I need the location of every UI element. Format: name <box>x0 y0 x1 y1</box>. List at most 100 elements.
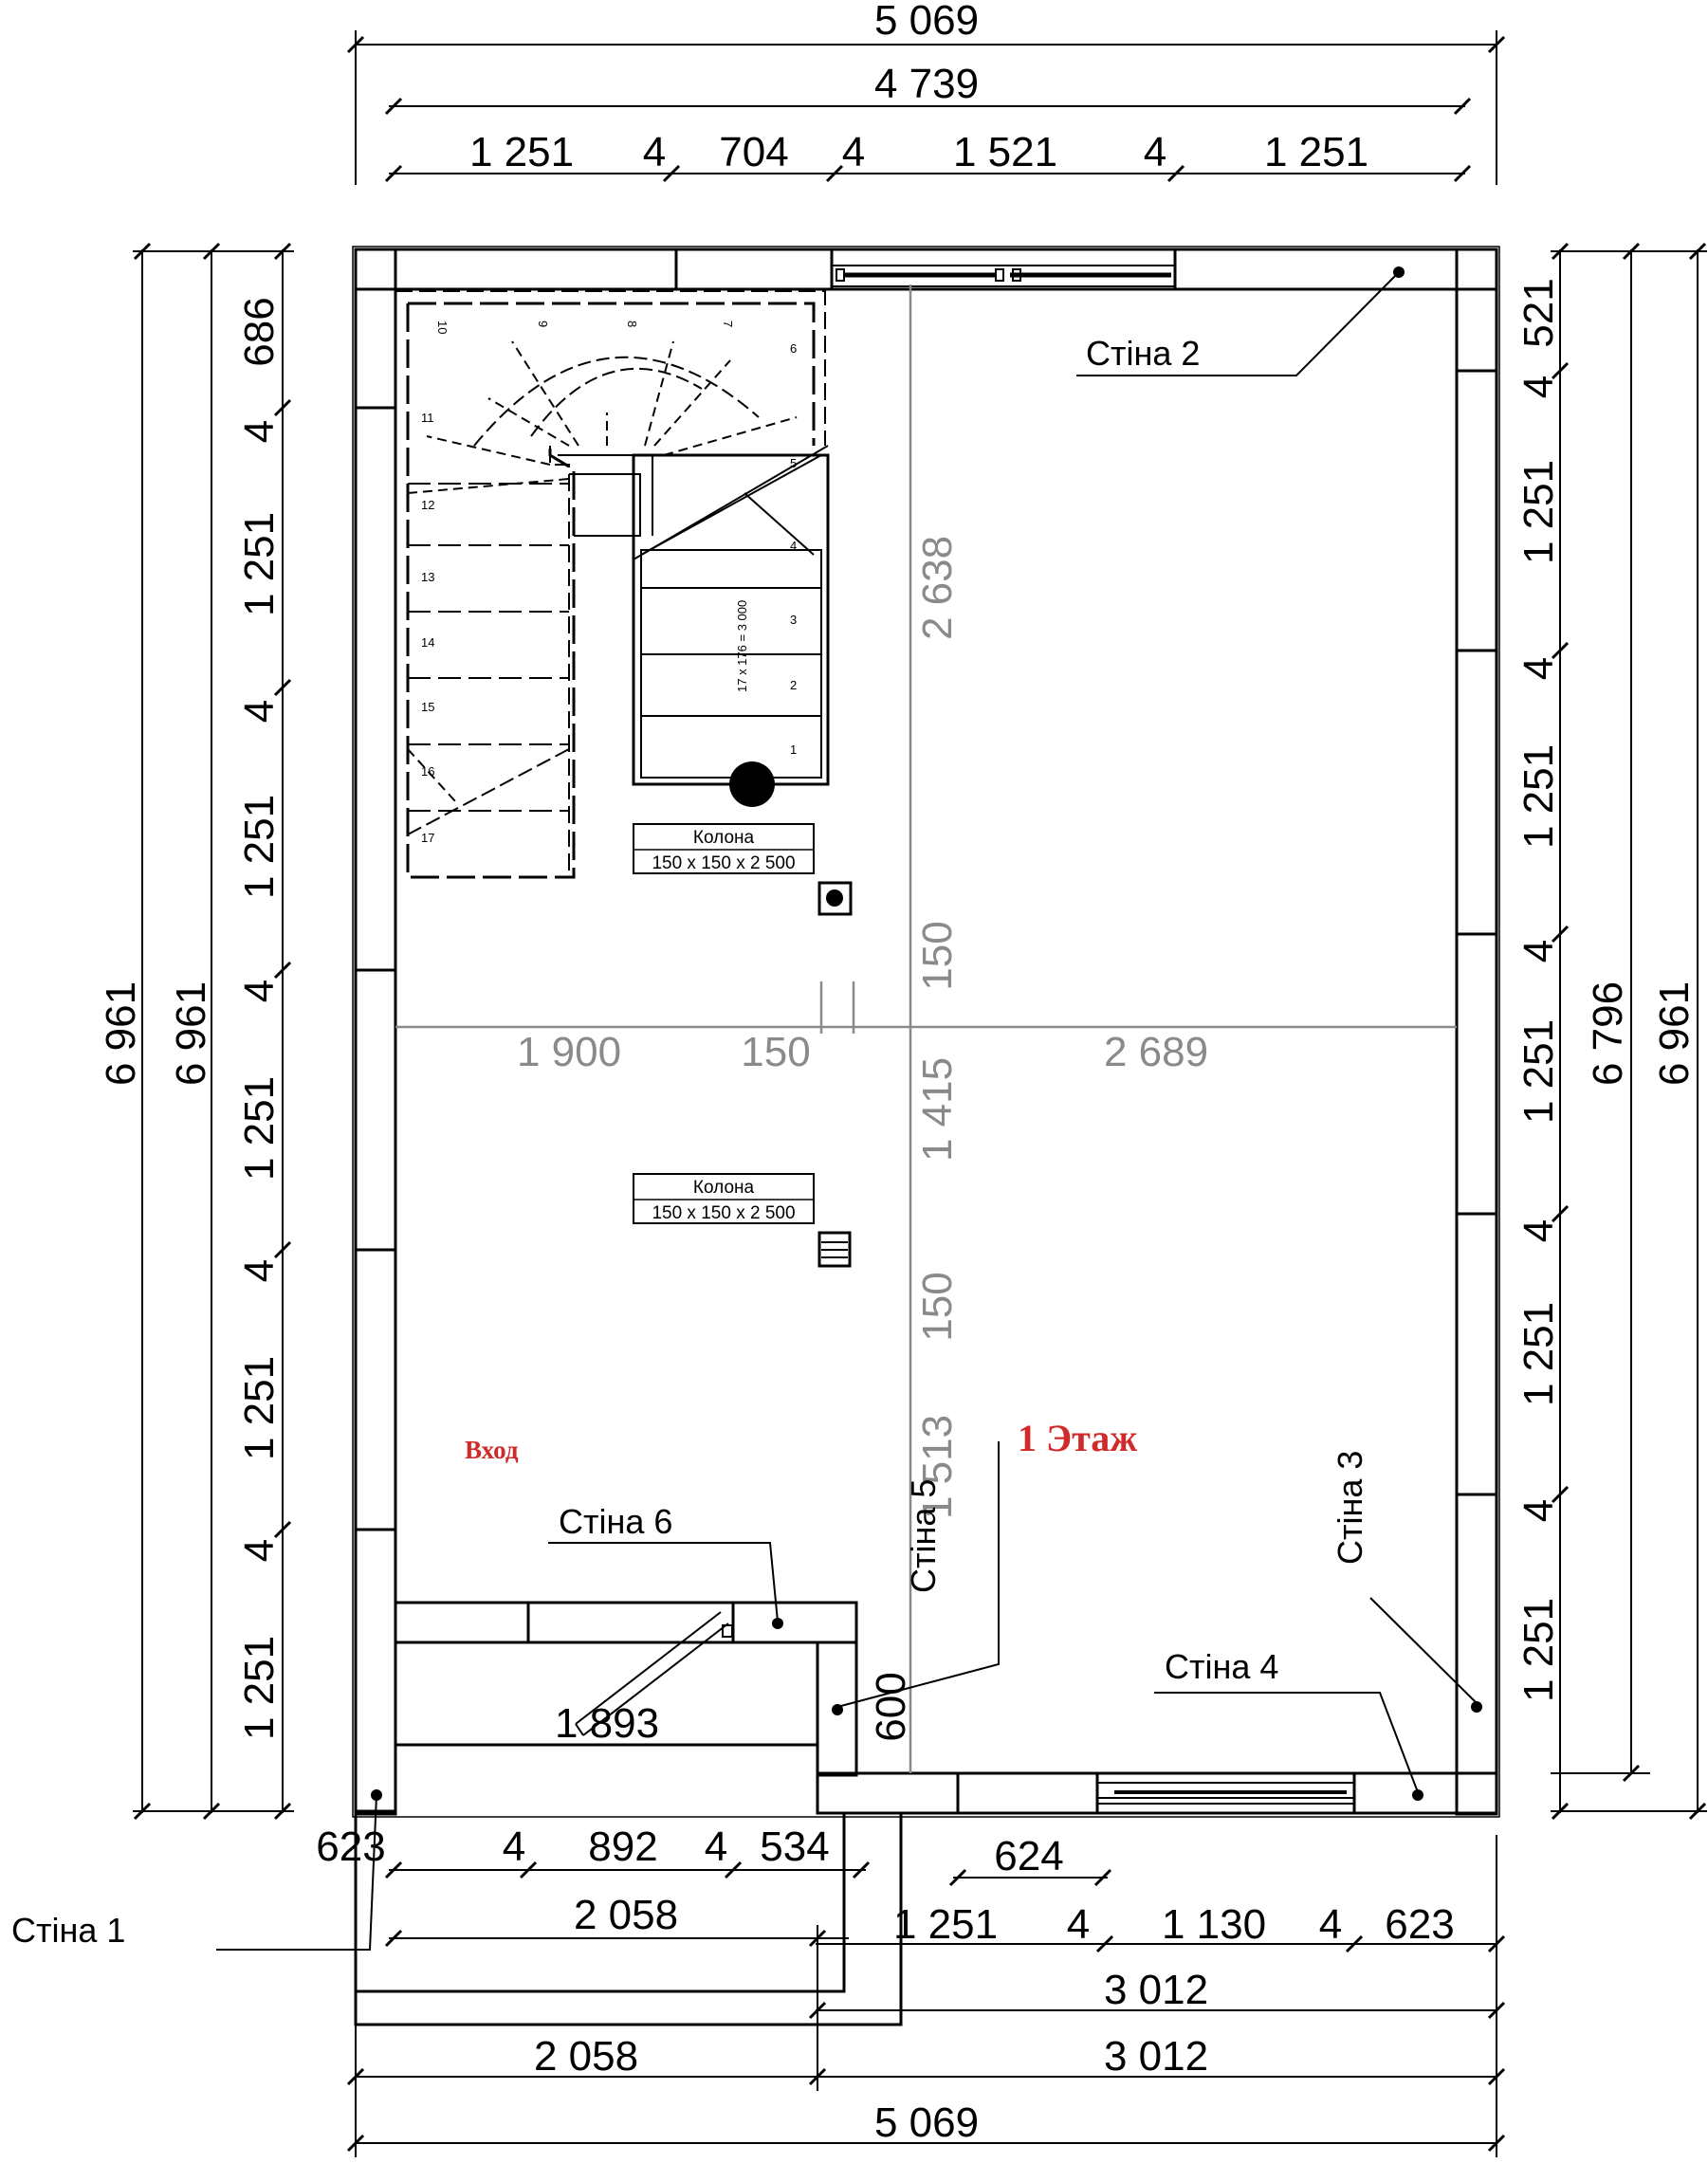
stair-step-number: 4 <box>790 539 797 553</box>
dim-left-seg-8: 4 <box>236 1259 283 1282</box>
dim-bottom-row1-5: 534 <box>760 1824 829 1870</box>
dim-right-seg-5: 1 251 <box>1515 744 1562 849</box>
dim-bottom-row2-1: 1 251 <box>893 1901 998 1948</box>
dim-inner-h-right: 2 689 <box>1104 1029 1208 1075</box>
dim-inner-h-left: 1 900 <box>517 1029 621 1075</box>
stair-step-number: 13 <box>421 570 434 584</box>
dim-inner-v-top: 2 638 <box>914 536 961 640</box>
column-2-name: Колона <box>693 1178 755 1198</box>
dim-top-overall: 5 069 <box>874 0 979 44</box>
stair-step-number: 15 <box>421 700 434 714</box>
dim-left-seg-3: 1 251 <box>236 512 283 616</box>
wall-label-3: Стіна 3 <box>1331 1451 1369 1565</box>
dim-bottom-row2-4: 4 <box>1319 1901 1342 1948</box>
dim-inner-h-col: 150 <box>741 1029 810 1075</box>
dim-top-seg-2: 4 <box>643 129 666 175</box>
dim-right-seg-3: 1 251 <box>1515 460 1562 564</box>
dim-left-seg-6: 4 <box>236 980 283 1002</box>
column-2: Колона 150 x 150 x 2 500 <box>633 1173 852 1268</box>
wall-label-1: Стіна 1 <box>11 1911 125 1950</box>
dim-bottom-right-3012-b: 3 012 <box>1104 2033 1208 2080</box>
stair-step-number: 9 <box>536 321 550 327</box>
dim-right-seg-8: 4 <box>1515 1219 1562 1242</box>
stair-step-number: 5 <box>790 456 797 470</box>
dim-inner-v-col1: 150 <box>914 921 961 990</box>
column-1-size: 150 x 150 x 2 500 <box>652 853 795 873</box>
dim-right-seg-6: 4 <box>1515 940 1562 962</box>
dim-right-seg-2: 4 <box>1515 376 1562 398</box>
stair-pole <box>729 761 775 807</box>
stair-step-number: 10 <box>435 321 450 334</box>
dim-inner-v-mid: 1 415 <box>914 1057 961 1162</box>
wall-label-4: Стіна 4 <box>1165 1647 1278 1686</box>
wall-label-6: Стіна 6 <box>559 1502 672 1541</box>
dim-bottom-row1-3: 892 <box>588 1824 657 1870</box>
dim-top-seg-3: 704 <box>719 129 788 175</box>
dim-bottom-overall: 5 069 <box>874 2099 979 2146</box>
dim-right-seg-10: 4 <box>1515 1499 1562 1522</box>
dim-right-seg-9: 1 251 <box>1515 1302 1562 1406</box>
inner-dimension-lines <box>395 284 1457 1773</box>
wall-callout-dots <box>371 266 1482 1801</box>
column-2-size: 150 x 150 x 2 500 <box>652 1203 795 1223</box>
dim-bottom-row2-3: 1 130 <box>1162 1901 1266 1948</box>
dim-left-overall-b: 6 961 <box>168 981 214 1086</box>
entrance-door <box>575 1611 733 1736</box>
dim-bottom-left-2058: 2 058 <box>574 1892 678 1938</box>
dim-right-seg-7: 1 251 <box>1515 1019 1562 1124</box>
dim-left-seg-7: 1 251 <box>236 1076 283 1181</box>
dim-left-seg-9: 1 251 <box>236 1356 283 1460</box>
dim-left-overall-a: 6 961 <box>98 981 144 1086</box>
stair-step-number: 2 <box>790 678 797 692</box>
dim-bottom-row2-2: 4 <box>1067 1901 1090 1948</box>
dim-right-seg-11: 1 251 <box>1515 1598 1562 1702</box>
wall-callouts <box>216 271 1478 1951</box>
wall-label-2: Стіна 2 <box>1086 334 1200 373</box>
dim-top-seg-7: 1 251 <box>1264 129 1368 175</box>
entrance-label: Вход <box>465 1436 519 1464</box>
dim-inner-v-col2: 150 <box>914 1272 961 1341</box>
dim-left-seg-10: 4 <box>236 1539 283 1562</box>
stair-step-number: 14 <box>421 635 434 650</box>
dim-left-seg-11: 1 251 <box>236 1636 283 1740</box>
window-bottom <box>1096 1782 1355 1805</box>
window-top <box>831 265 1176 287</box>
dim-bottom-window: 624 <box>994 1833 1063 1879</box>
dim-right-seg-4: 4 <box>1515 657 1562 680</box>
dim-inner-v-bottom: 600 <box>868 1672 914 1741</box>
dim-right-seg-1: 521 <box>1515 278 1562 347</box>
stair-step-number: 7 <box>721 321 735 327</box>
outer-dimension-lines <box>133 30 1707 2157</box>
stair-step-number: 16 <box>421 764 434 779</box>
dim-right-overall-b: 6 961 <box>1651 981 1698 1086</box>
dim-top-seg-4: 4 <box>842 129 865 175</box>
stair-step-number: 6 <box>790 341 797 356</box>
dim-bottom-row1-2: 4 <box>503 1824 525 1870</box>
dim-left-seg-2: 4 <box>236 420 283 443</box>
column-1-name: Колона <box>693 828 755 848</box>
floor-title: 1 Этаж <box>1018 1417 1137 1459</box>
stair-step-number: 11 <box>421 411 434 425</box>
staircase <box>395 290 830 879</box>
stair-step-number: 8 <box>625 321 639 327</box>
stair-step-number: 12 <box>421 498 434 512</box>
column-1: Колона 150 x 150 x 2 500 <box>633 823 853 916</box>
wall-label-5: Стіна 5 <box>904 1479 943 1593</box>
dim-right-overall-a: 6 796 <box>1585 981 1631 1086</box>
stair-step-number: 17 <box>421 831 434 845</box>
dim-bottom-right-3012-a: 3 012 <box>1104 1967 1208 2013</box>
dim-bottom-row2-5: 623 <box>1385 1901 1454 1948</box>
dim-porch: 1 893 <box>555 1700 659 1747</box>
dim-left-seg-1: 686 <box>236 297 283 366</box>
dim-top-inner: 4 739 <box>874 61 979 107</box>
stair-step-number: 1 <box>790 742 797 757</box>
dim-bottom-row1-4: 4 <box>705 1824 727 1870</box>
dim-bottom-left-2058-b: 2 058 <box>534 2033 638 2080</box>
stair-formula: 17 x 176 = 3 000 <box>735 600 749 692</box>
dim-left-seg-4: 4 <box>236 700 283 723</box>
stair-step-number: 3 <box>790 613 797 627</box>
dim-top-seg-1: 1 251 <box>469 129 574 175</box>
dim-left-seg-5: 1 251 <box>236 795 283 899</box>
